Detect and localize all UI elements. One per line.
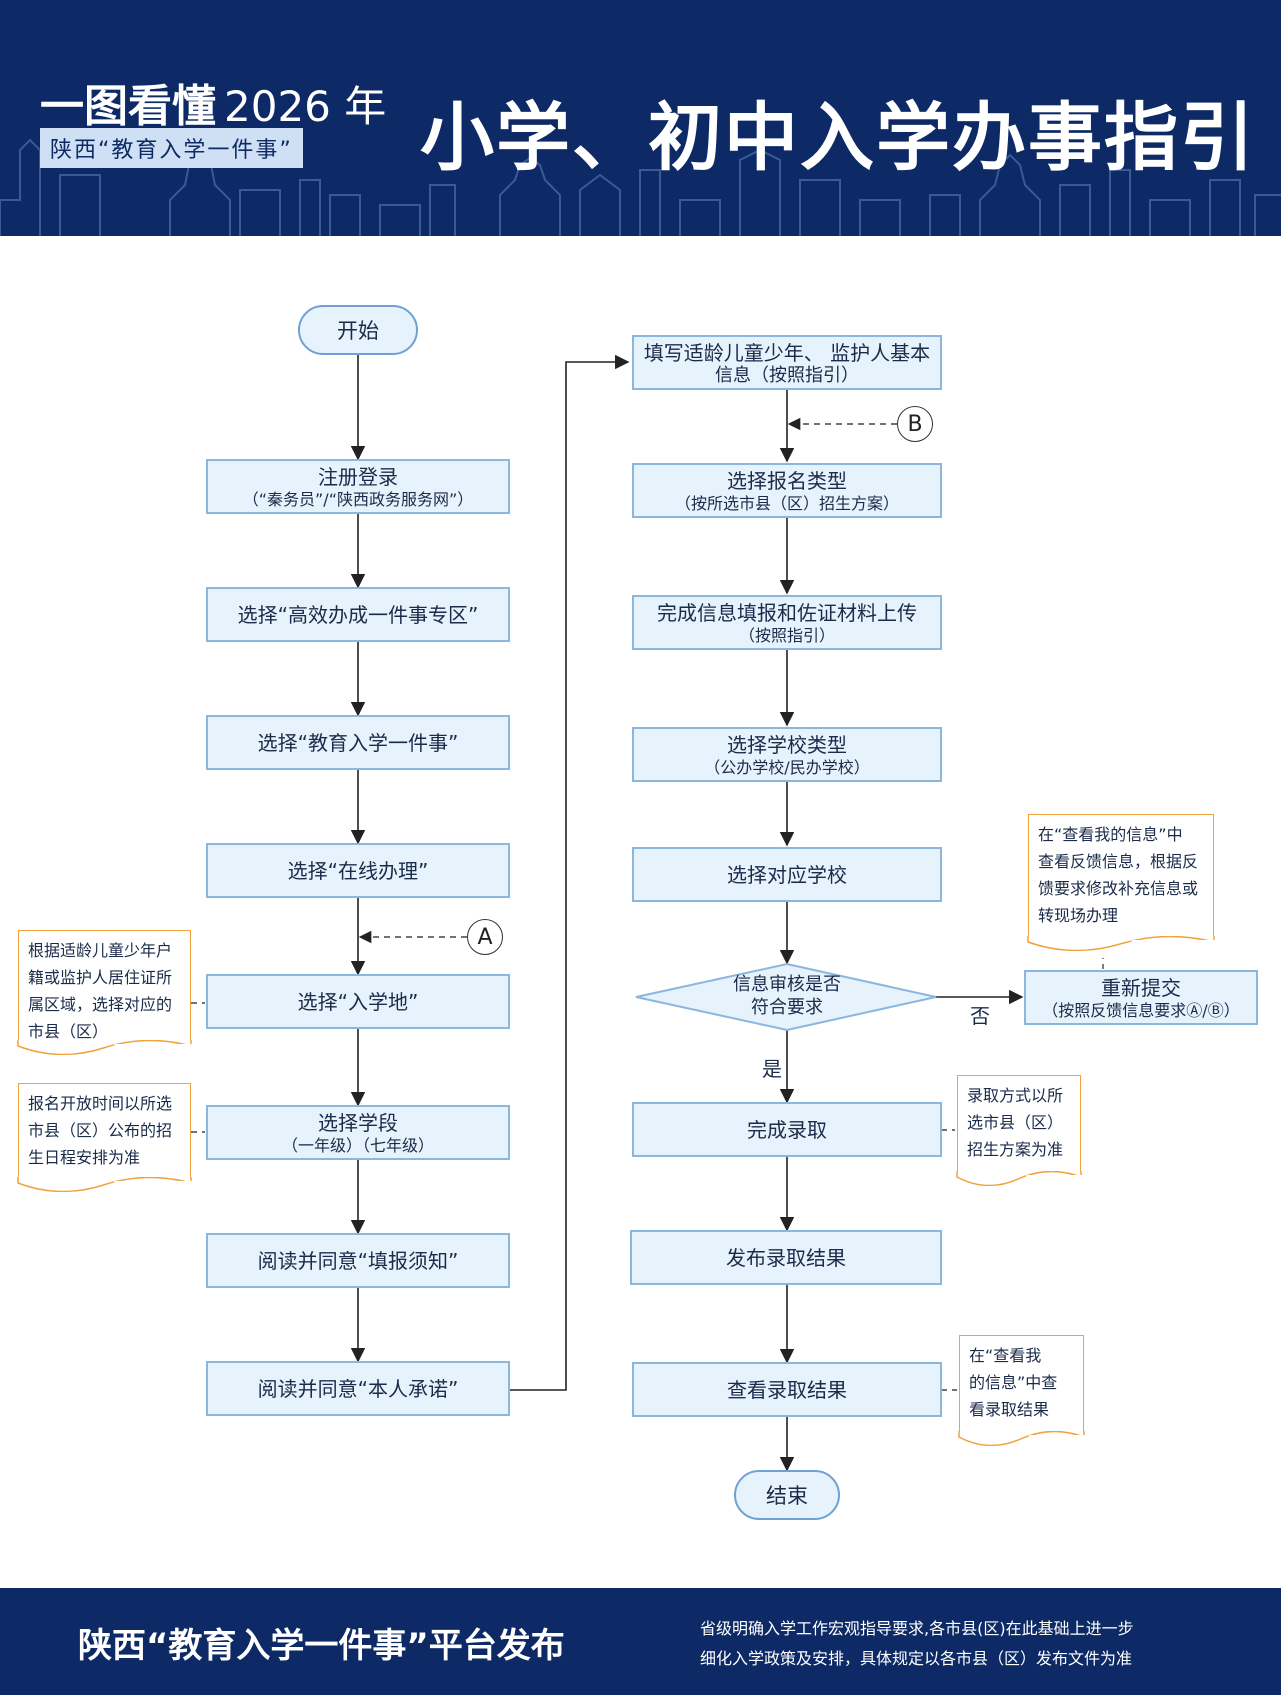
step-title: 选择报名类型 xyxy=(727,468,847,493)
footer-note-line: 省级明确入学工作宏观指导要求,各市县(区)在此基础上进一步 xyxy=(700,1619,1134,1638)
step-publish-results: 发布录取结果 xyxy=(630,1230,942,1285)
step-register-login: 注册登录 （“秦务员”/“陕西政务服务网”） xyxy=(206,459,510,514)
step-resubmit: 重新提交 （按照反馈信息要求Ⓐ/Ⓑ） xyxy=(1024,970,1258,1025)
note-wave-edge xyxy=(17,1040,192,1056)
no-label: 否 xyxy=(970,1004,990,1028)
yes-label: 是 xyxy=(762,1057,782,1081)
connector-a: A xyxy=(467,919,503,955)
step-fill-basic-info: 填写适龄儿童少年、 监护人基本 信息（按照指引） xyxy=(632,335,942,390)
connector-b: B xyxy=(897,406,933,442)
step-title: 选择“教育入学一件事” xyxy=(257,730,459,755)
note-wave-edge xyxy=(17,1177,192,1193)
note-line: 生日程安排为准 xyxy=(28,1148,141,1167)
step-title: 选择“高效办成一件事专区” xyxy=(237,602,479,627)
flow-end: 结束 xyxy=(734,1470,840,1520)
step-title: 完成信息填报和佐证材料上传 xyxy=(657,600,917,625)
note-view-results: 在“查看我 的信息”中查 看录取结果 xyxy=(958,1335,1085,1453)
note-wave-edge xyxy=(1027,936,1215,952)
note-registration-time: 报名开放时间以所选 市县（区）公布的招 生日程安排为准 xyxy=(17,1083,192,1199)
page-title: 小学、初中入学办事指引 xyxy=(420,95,1256,181)
note-admission-method: 录取方式以所 选市县（区） 招生方案为准 xyxy=(956,1075,1082,1193)
note-line: 市县（区） xyxy=(28,1022,109,1041)
step-enrollment-location: 选择“入学地” xyxy=(206,974,510,1029)
decision-text-line2: 符合要求 xyxy=(751,997,823,1018)
note-line: 在“查看我 xyxy=(969,1346,1042,1365)
footer-banner: 陕西“教育入学一件事”平台发布 省级明确入学工作宏观指导要求,各市县(区)在此基… xyxy=(0,1588,1281,1695)
step-title: 选择“入学地” xyxy=(297,989,419,1014)
note-line: 转现场办理 xyxy=(1038,906,1119,925)
note-line: 根据适龄儿童少年户 xyxy=(28,941,173,960)
note-line: 查看反馈信息，根据反 xyxy=(1038,852,1199,871)
step-subtitle: （按照反馈信息要求Ⓐ/Ⓑ） xyxy=(1042,1000,1240,1020)
note-line: 籍或监护人居住证所 xyxy=(28,968,173,987)
step-title: 发布录取结果 xyxy=(726,1245,846,1270)
note-feedback: 在“查看我的信息”中 查看反馈信息，根据反 馈要求修改补充信息或 转现场办理 xyxy=(1027,814,1215,958)
step-school-stage: 选择学段 （一年级）（七年级） xyxy=(206,1105,510,1160)
flow-start: 开始 xyxy=(298,305,418,355)
step-read-instructions: 阅读并同意“填报须知” xyxy=(206,1233,510,1288)
step-read-commitment: 阅读并同意“本人承诺” xyxy=(206,1361,510,1416)
decision-review: 信息审核是否 符合要求 xyxy=(700,973,874,1019)
note-wave-edge xyxy=(958,1431,1085,1447)
brand-year-text: 2026 年 xyxy=(224,82,387,131)
note-line: 市县（区）公布的招 xyxy=(28,1121,173,1140)
step-education-enrollment: 选择“教育入学一件事” xyxy=(206,715,510,770)
note-line: 馈要求修改补充信息或 xyxy=(1038,879,1199,898)
step-registration-type: 选择报名类型 （按所选市县（区）招生方案） xyxy=(632,463,942,518)
note-enrollment-location: 根据适龄儿童少年户 籍或监护人居住证所 属区域，选择对应的 市县（区） xyxy=(17,930,192,1062)
step-select-school: 选择对应学校 xyxy=(632,847,942,902)
step-title: 填写适龄儿童少年、 监护人基本 xyxy=(643,340,931,365)
footer-title: 陕西“教育入学一件事”平台发布 xyxy=(78,1626,565,1666)
step-title: 重新提交 xyxy=(1101,975,1181,1000)
step-title: 注册登录 xyxy=(318,464,398,489)
step-title: 选择“在线办理” xyxy=(287,858,429,883)
note-line: 在“查看我的信息”中 xyxy=(1038,825,1183,844)
step-title: 阅读并同意“填报须知” xyxy=(257,1248,459,1273)
note-line: 招生方案为准 xyxy=(967,1140,1064,1159)
decision-diamond-shape xyxy=(635,962,937,1032)
step-title: 选择学校类型 xyxy=(727,732,847,757)
step-title: 选择学段 xyxy=(318,1110,398,1135)
note-line: 的信息”中查 xyxy=(969,1373,1058,1392)
note-line: 报名开放时间以所选 xyxy=(28,1094,173,1113)
decision-text-line1: 信息审核是否 xyxy=(733,974,841,995)
note-line: 录取方式以所 xyxy=(967,1086,1064,1105)
step-upload-materials: 完成信息填报和佐证材料上传 （按照指引） xyxy=(632,595,942,650)
step-title: 选择对应学校 xyxy=(727,862,847,887)
step-subtitle: （公办学校/民办学校） xyxy=(704,757,870,777)
subtitle-badge: 陕西“教育入学一件事” xyxy=(40,128,303,168)
note-line: 选市县（区） xyxy=(967,1113,1064,1132)
step-title: 阅读并同意“本人承诺” xyxy=(257,1376,459,1401)
step-subtitle: （“秦务员”/“陕西政务服务网”） xyxy=(242,489,474,509)
note-line: 看录取结果 xyxy=(969,1400,1050,1419)
step-subtitle: （一年级）（七年级） xyxy=(281,1135,434,1155)
step-view-results: 查看录取结果 xyxy=(632,1362,942,1417)
step-online-handling: 选择“在线办理” xyxy=(206,843,510,898)
note-wave-edge xyxy=(956,1171,1082,1187)
step-school-type: 选择学校类型 （公办学校/民办学校） xyxy=(632,727,942,782)
step-subtitle: 信息（按照指引） xyxy=(715,364,859,386)
step-subtitle: （按所选市县（区）招生方案） xyxy=(674,493,899,513)
footer-note-line: 细化入学政策及安排，具体规定以各市县（区）发布文件为准 xyxy=(700,1649,1133,1668)
step-title: 完成录取 xyxy=(747,1117,827,1142)
step-subtitle: （按照指引） xyxy=(738,625,835,645)
step-complete-admission: 完成录取 xyxy=(632,1102,942,1157)
footer-note: 省级明确入学工作宏观指导要求,各市县(区)在此基础上进一步 细化入学政策及安排，… xyxy=(700,1614,1134,1674)
note-line: 属区域，选择对应的 xyxy=(28,995,173,1014)
brand-main-text: 一图看懂 xyxy=(40,81,216,132)
step-title: 查看录取结果 xyxy=(727,1377,847,1402)
step-efficient-zone: 选择“高效办成一件事专区” xyxy=(206,587,510,642)
